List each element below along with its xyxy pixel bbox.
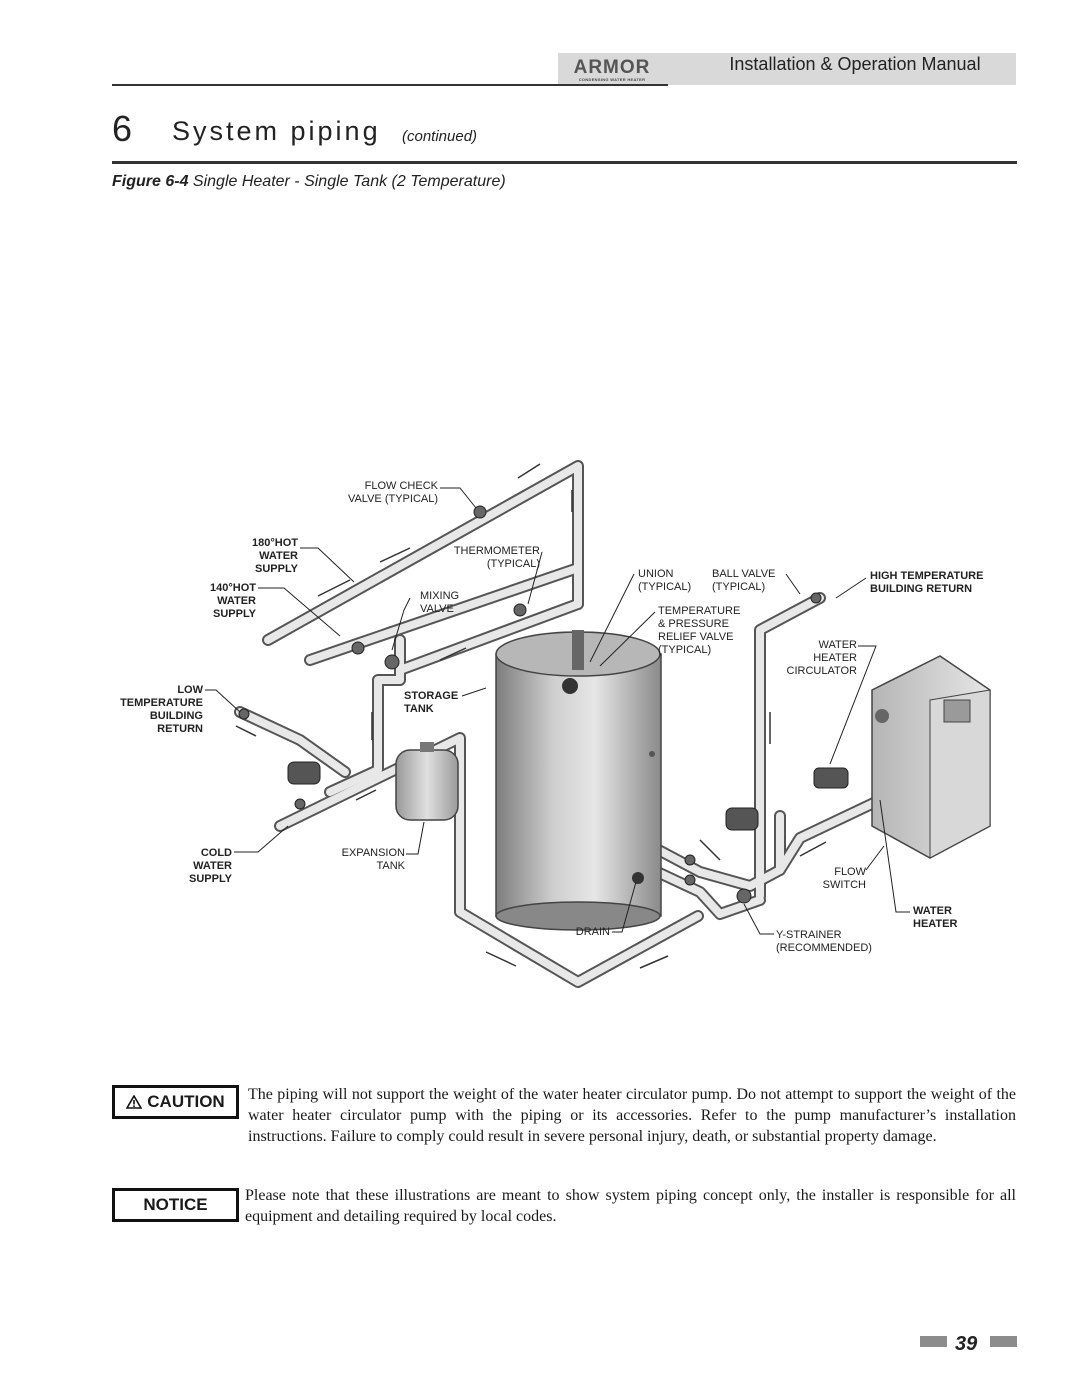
footer-bar-left	[920, 1336, 947, 1347]
section-rule	[112, 161, 1017, 164]
logo-tagline: CONDENSING WATER HEATER	[578, 76, 646, 82]
notice-label: NOTICE	[143, 1195, 208, 1214]
figure-caption: Figure 6-4 Single Heater - Single Tank (…	[112, 173, 506, 191]
label-180-hot-supply: 180°HOT WATER SUPPLY	[252, 537, 298, 575]
notice-text: Please note that these illustrations are…	[245, 1187, 1016, 1225]
label-low-temp-return: LOW TEMPERATURE BUILDING RETURN	[120, 684, 203, 735]
storage-tank	[495, 630, 662, 931]
label-drain: DRAIN	[575, 926, 610, 938]
label-y-strainer: Y-STRAINER (RECOMMENDED)	[776, 929, 872, 954]
armor-logo: ARMOR CONDENSING WATER HEATER	[558, 55, 666, 83]
caution-text: The piping will not support the weight o…	[248, 1086, 1016, 1145]
water-heater-cabinet	[871, 655, 991, 859]
label-high-temp-return: HIGH TEMPERATURE BUILDING RETURN	[870, 570, 984, 595]
flow-arrows	[235, 463, 827, 969]
logo-text: ARMOR	[573, 56, 651, 78]
footer-bar-right	[990, 1336, 1017, 1347]
header-bar	[558, 53, 1016, 85]
label-cold-water-supply: COLD WATER SUPPLY	[188, 847, 232, 885]
caution-box: CAUTION	[112, 1085, 239, 1119]
label-water-heater-circulator: WATER HEATER CIRCULATOR	[786, 639, 858, 677]
label-storage-tank: STORAGE TANK	[404, 690, 459, 715]
label-flow-check: FLOW CHECK VALVE (TYPICAL)	[347, 480, 438, 505]
label-mixing-valve: MIXING VALVE	[420, 590, 460, 615]
figure-caption-number: Figure 6-4	[112, 173, 189, 190]
valves	[238, 505, 822, 904]
label-water-heater: WATER HEATER	[913, 905, 958, 930]
section-continued: (continued)	[402, 128, 478, 145]
label-tp-relief-valve: TEMPERATURE & PRESSURE RELIEF VALVE (TYP…	[658, 605, 741, 656]
expansion-tank	[395, 742, 459, 821]
label-thermometer: THERMOMETER (TYPICAL)	[453, 545, 540, 570]
circulator-pump-heater	[725, 767, 849, 831]
header-rule	[112, 84, 668, 86]
piping-diagram	[205, 460, 991, 988]
leader-lines	[205, 487, 910, 935]
warning-triangle-icon	[126, 1095, 143, 1109]
notice-box: NOTICE	[112, 1188, 239, 1222]
section-title: System piping	[172, 116, 381, 146]
caution-label: CAUTION	[147, 1092, 225, 1111]
label-140-hot-supply: 140°HOT WATER SUPPLY	[210, 582, 256, 620]
label-union: UNION (TYPICAL)	[638, 568, 692, 593]
label-expansion-tank: EXPANSION TANK	[341, 847, 405, 872]
drain-valve	[632, 872, 644, 884]
page-number: 39	[955, 1333, 978, 1355]
figure-caption-text: Single Heater - Single Tank (2 Temperatu…	[188, 173, 506, 190]
label-ball-valve: BALL VALVE (TYPICAL)	[712, 568, 776, 593]
label-flow-switch: FLOW SWITCH	[822, 866, 866, 891]
circulator-pump-low	[287, 761, 321, 785]
section-number: 6	[112, 108, 133, 149]
manual-title: Installation & Operation Manual	[729, 54, 981, 74]
